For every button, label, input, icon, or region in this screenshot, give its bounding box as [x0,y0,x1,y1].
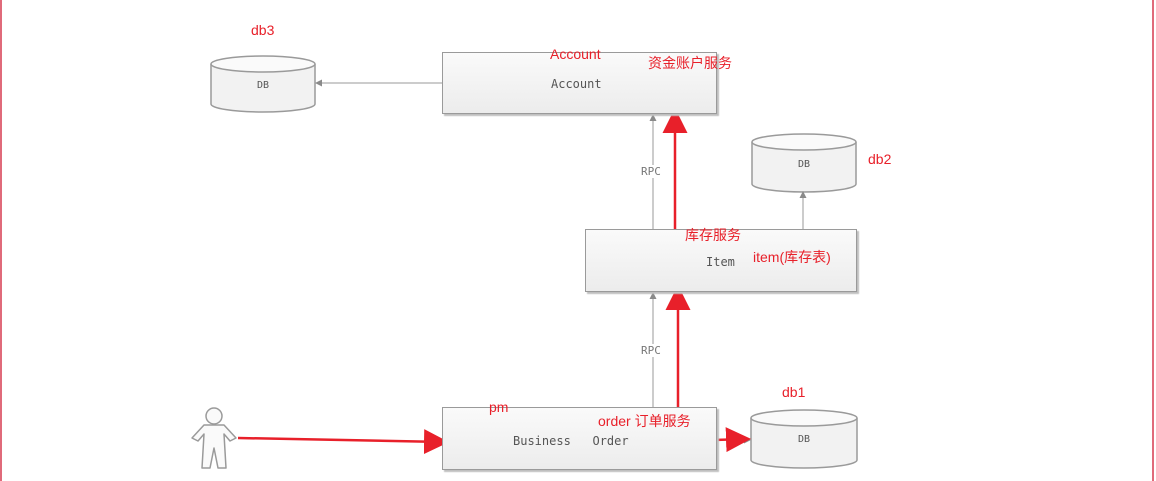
rpc-top-label: RPC [640,165,662,178]
db1-cylinder: DB [750,409,858,469]
account-service-annotation: 资金账户服务 [648,55,732,71]
user-to-order-red-arrow [237,429,449,455]
db1-annotation: db1 [782,384,806,400]
account-box: Account [442,52,717,114]
pm-annotation: pm [489,399,509,415]
stick-figure-actor-icon [191,407,237,469]
account-annotation: Account [550,46,601,62]
account-box-label: Account [551,77,602,91]
order-service-annotation: order 订单服务 [598,413,691,429]
item-box: Item [585,229,857,292]
order-to-db1-red-arrow [713,427,751,453]
db2-label: DB [798,159,810,170]
rpc-bottom-label: RPC [640,344,662,357]
db2-cylinder: DB [751,133,857,193]
db1-label: DB [798,434,810,445]
inventory-service-annotation: 库存服务 [685,227,741,243]
db3-annotation: db3 [251,22,275,38]
item-table-annotation: item(库存表) [753,249,831,265]
frame-left-border [0,0,2,481]
business-order-box-label: Business Order [513,434,629,448]
item-box-label: Item [706,255,735,269]
db2-annotation: db2 [868,151,892,167]
frame-right-border [1152,0,1154,481]
db3-label: DB [257,80,269,91]
business-order-box: Business Order [442,407,717,470]
db3-cylinder: DB [210,55,316,113]
